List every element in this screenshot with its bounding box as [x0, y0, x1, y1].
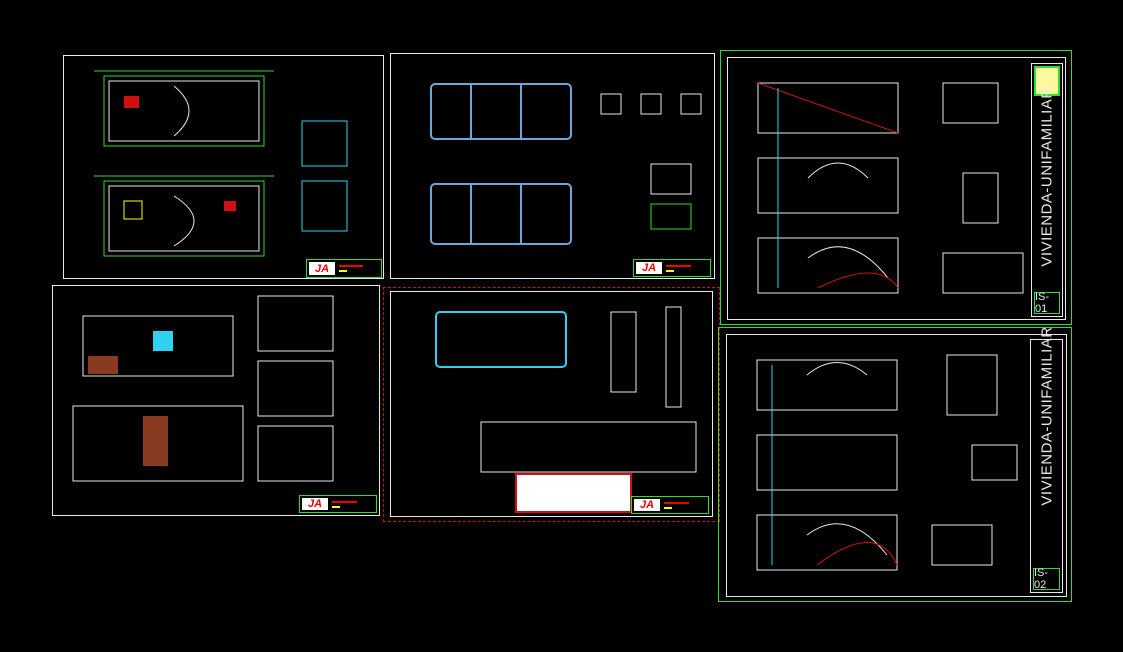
title-block: JA [299, 495, 377, 513]
sheet-elevations[interactable]: JA [52, 285, 380, 516]
sheet-number: IS-01 [1034, 291, 1060, 315]
logo: JA [309, 262, 335, 275]
sheet-foundations[interactable]: JA [383, 287, 720, 522]
logo: JA [636, 262, 662, 274]
title-block: JA [306, 259, 382, 278]
sheet-frame: VIVIENDA-UNIFAMILIAR IS-02 [726, 326, 1067, 597]
foundation-plan-drawing [435, 306, 697, 513]
logo: JA [302, 498, 328, 510]
sanitary-plan-drawing [756, 354, 1018, 571]
floor-plan-drawing [94, 70, 348, 257]
sheet-frame: VIVIENDA-UNIFAMILIAR IS-01 [727, 57, 1066, 320]
logo: JA [634, 499, 660, 511]
title-strip: VIVIENDA-UNIFAMILIAR IS-02 [1030, 326, 1063, 593]
sheet-architectural-plans[interactable]: JA [63, 55, 384, 279]
sun-logo-icon [1034, 66, 1060, 96]
sheet-structural-plans[interactable]: JA [390, 53, 715, 279]
sheet-is-01[interactable]: VIVIENDA-UNIFAMILIAR IS-01 [720, 50, 1072, 325]
structural-plan-drawing [430, 83, 702, 245]
sheet-is-02[interactable]: VIVIENDA-UNIFAMILIAR IS-02 [718, 326, 1072, 602]
title-block: JA [631, 496, 709, 514]
title-strip: VIVIENDA-UNIFAMILIAR IS-01 [1031, 63, 1063, 317]
sheet-frame: JA [390, 291, 713, 517]
sanitary-plan-drawing [757, 82, 1024, 294]
project-title: VIVIENDA-UNIFAMILIAR [1038, 325, 1055, 506]
title-block: JA [633, 259, 711, 277]
project-title: VIVIENDA-UNIFAMILIAR [1038, 87, 1056, 267]
elevation-drawing [72, 295, 334, 482]
sheet-number: IS-02 [1033, 567, 1060, 591]
